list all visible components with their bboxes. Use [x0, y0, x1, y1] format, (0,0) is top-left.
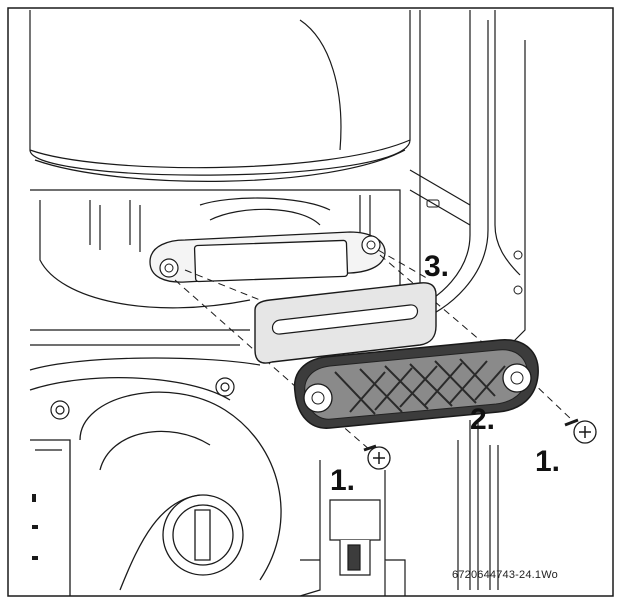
connector-block	[299, 460, 406, 597]
fan-housing	[29, 189, 401, 371]
fan-mounting-plate	[149, 231, 386, 283]
screw-hole-left	[159, 258, 179, 278]
step-label-1-right: 1.	[535, 445, 561, 478]
rivet	[513, 250, 523, 260]
rivet	[513, 285, 523, 295]
grille-screw-hole-right	[502, 363, 532, 393]
guide-rails	[457, 420, 499, 590]
step-label-2: 2.	[470, 403, 496, 436]
housing-right-panel	[409, 10, 526, 346]
step-label-3: 3.	[424, 250, 450, 283]
pump-mount-screws	[50, 377, 235, 420]
grille-screw-hole-left	[303, 383, 333, 413]
side-marks	[32, 494, 38, 560]
gasket	[254, 282, 437, 364]
step-label-1-left: 1.	[330, 464, 356, 497]
screw-hole-right	[361, 235, 381, 255]
pump-housing	[29, 377, 282, 596]
tank-cylinder	[29, 10, 411, 182]
screw-right	[564, 418, 597, 444]
filter-grille	[293, 339, 539, 429]
part-number: 6720644743-24.1Wo	[452, 569, 558, 581]
screw-left	[363, 444, 391, 470]
clip	[426, 199, 440, 208]
